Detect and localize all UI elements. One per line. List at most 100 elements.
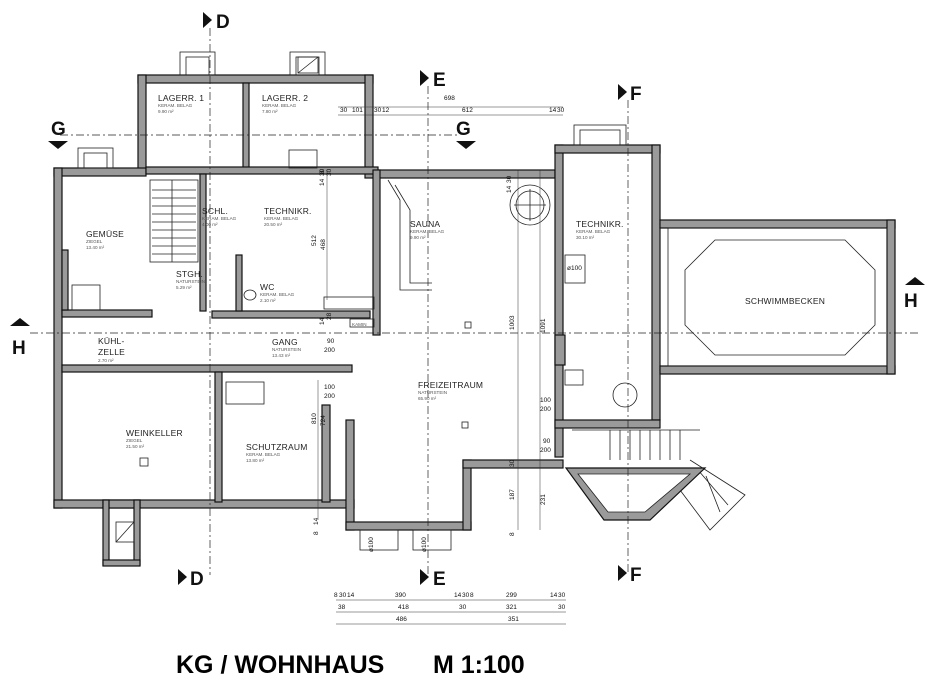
dim-v-8c: 8 — [509, 532, 516, 536]
section-f-top-marker — [618, 84, 627, 100]
dim-b2-30b: 30 — [558, 604, 566, 611]
kamin-label: KAMIN — [352, 322, 367, 327]
section-h-left-label: H — [12, 338, 26, 359]
section-g-right-label: G — [456, 119, 471, 140]
dim-v-8b: 8 — [313, 531, 320, 535]
dim-b1-30b: 30 — [462, 592, 470, 599]
dim-v-14b: 14 — [319, 317, 326, 325]
dim-top-12: 12 — [382, 107, 390, 114]
section-d-bottom-label: D — [190, 569, 204, 590]
room-technik1-floor: KERAM. BELAG — [264, 216, 299, 221]
dim-v-8a: 8 — [319, 170, 326, 174]
dim-top-101: 101 — [352, 107, 363, 114]
section-f-bottom-marker — [618, 565, 627, 581]
room-gemuese-area: 13.40 m² — [86, 245, 105, 250]
plan-scale: M 1:100 — [433, 651, 525, 679]
pipe-label-technik: ø100 — [567, 265, 582, 272]
dim-v-1003: 1003 — [509, 315, 516, 330]
section-f-top-label: F — [630, 84, 642, 105]
dim-b1-14a: 14 — [347, 592, 355, 599]
dim-v-14d: 14 — [506, 185, 513, 193]
section-e-bottom-marker — [420, 569, 429, 585]
dim-top-698: 698 — [444, 95, 455, 102]
room-gang-area: 13.43 m² — [272, 353, 291, 358]
room-gemuese-name: GEMÜSE — [86, 229, 124, 239]
room-technik1: TECHNIKR. KERAM. BELAG 20.50 m² — [264, 206, 312, 227]
room-lager1-area: 9.90 m² — [158, 109, 174, 114]
dim-v-14c: 14 — [313, 517, 320, 525]
dim-top-612: 612 — [462, 107, 473, 114]
room-sauna-area: 9.90 m² — [410, 235, 426, 240]
room-freizeitraum: FREIZEITRAUM NATURSTEIN 65.90 m² — [418, 380, 483, 401]
dim-b2-38: 38 — [338, 604, 346, 611]
pipe-label-window-right: ø100 — [421, 537, 428, 552]
dim-v-512: 512 — [311, 235, 318, 246]
room-stgh-name: STGH. — [176, 269, 203, 279]
dim-v-28: 28 — [326, 312, 333, 320]
dim-v-30d: 30 — [509, 459, 516, 467]
room-technik1-area: 20.50 m² — [264, 222, 283, 227]
door-width-3: 100 — [540, 397, 551, 404]
dim-b1-390: 390 — [395, 592, 406, 599]
dim-v-30a: 30 — [319, 168, 326, 176]
dim-b1-14c: 14 — [550, 592, 558, 599]
room-freizeitraum-name: FREIZEITRAUM — [418, 380, 483, 390]
stairs — [149, 179, 746, 531]
dim-v-30c: 30 — [506, 175, 513, 183]
room-kuehlzelle-area: 2.70 m² — [98, 358, 114, 363]
room-schl-name: SCHL. — [202, 206, 228, 216]
door-width-4: 90 — [543, 438, 551, 445]
room-schwimmbecken-name: SCHWIMMBECKEN — [745, 296, 825, 306]
pipe-label-window-left: ø100 — [368, 537, 375, 552]
room-freizeitraum-area: 65.90 m² — [418, 396, 437, 401]
room-technik2-name: TECHNIKR. — [576, 219, 624, 229]
dim-v-1091: 1091 — [540, 318, 547, 333]
room-schl-area: 4.00 m² — [202, 222, 218, 227]
door-height-2: 200 — [324, 393, 335, 400]
dim-b1-30c: 30 — [558, 592, 566, 599]
dim-v-14a: 14 — [319, 178, 326, 186]
room-gemuese: GEMÜSE ZIEGEL 13.40 m² — [86, 229, 124, 250]
room-wc-area: 2.10 m² — [260, 298, 276, 303]
room-technik2: TECHNIKR. KERAM. BELAG 30.10 m² — [576, 219, 624, 240]
section-d-bottom-marker — [178, 569, 187, 585]
door-height-1: 200 — [324, 347, 335, 354]
section-g-right-marker — [456, 141, 476, 149]
section-f-bottom-label: F — [630, 565, 642, 586]
window-wells — [77, 51, 627, 551]
dim-b2-321: 321 — [506, 604, 517, 611]
room-lager2-floor: KERAM. BELAG — [262, 103, 297, 108]
section-h-right-label: H — [904, 291, 918, 312]
door-width-1: 90 — [327, 338, 335, 345]
room-schutzraum: SCHUTZRAUM KERAM. BELAG 13.80 m² — [246, 442, 307, 463]
room-lager1-name: LAGERR. 1 — [158, 93, 204, 103]
dim-v-468: 468 — [320, 239, 327, 250]
room-gang-name: GANG — [272, 337, 298, 347]
room-sauna-name: SAUNA — [410, 219, 440, 229]
room-lager2-area: 7.80 m² — [262, 109, 278, 114]
door-height-4: 200 — [540, 447, 551, 454]
room-weinkeller-floor: ZIEGEL — [126, 438, 143, 443]
dim-v-810: 810 — [311, 413, 318, 424]
dim-b2-418: 418 — [398, 604, 409, 611]
room-kuehlzelle: KÜHL- ZELLE 2.70 m² — [98, 336, 125, 363]
dim-top-30a: 30 — [340, 107, 348, 114]
room-weinkeller: WEINKELLER ZIEGEL 21.50 m² — [126, 428, 183, 449]
room-technik2-floor: KERAM. BELAG — [576, 229, 611, 234]
dim-b1-8b: 8 — [470, 592, 474, 599]
fixtures — [71, 184, 638, 467]
room-technik1-name: TECHNIKR. — [264, 206, 312, 216]
room-weinkeller-area: 21.50 m² — [126, 444, 145, 449]
dim-b1-299: 299 — [506, 592, 517, 599]
dim-v-30b: 30 — [326, 168, 333, 176]
dim-b2-30a: 30 — [459, 604, 467, 611]
dim-b3-486: 486 — [396, 616, 407, 623]
room-wc: WC KERAM. BELAG 2.10 m² — [260, 282, 295, 303]
plan-title: KG / WOHNHAUS — [176, 651, 384, 679]
section-d-top-marker — [203, 12, 212, 28]
section-g-left-marker — [48, 141, 68, 149]
section-e-top-label: E — [433, 70, 446, 91]
room-gang: GANG NATURSTEIN 13.43 m² — [272, 337, 301, 358]
room-gang-floor: NATURSTEIN — [272, 347, 301, 352]
